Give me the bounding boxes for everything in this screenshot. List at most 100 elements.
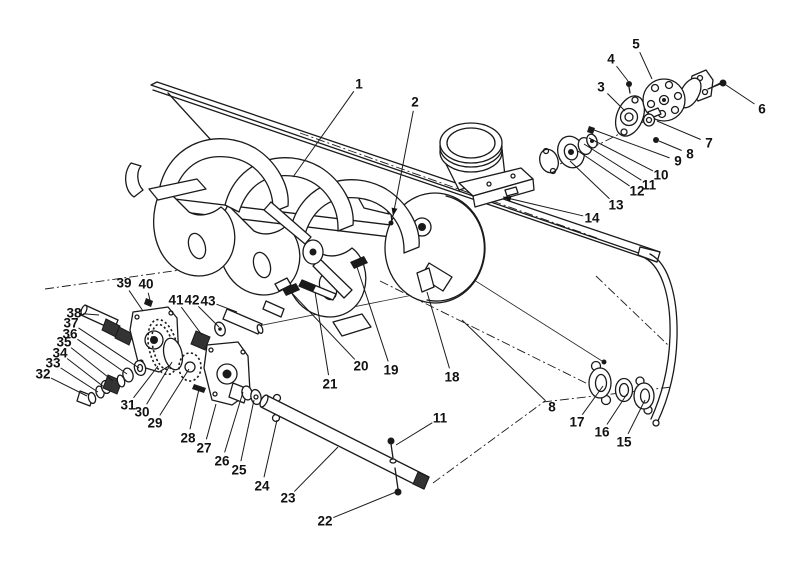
chaincase-cluster [76,298,285,423]
leader-line-11 [583,143,642,181]
leader-line-14 [502,196,584,217]
leader-line-37 [78,327,140,369]
leader-line-30 [146,361,173,405]
auger-hub [263,201,353,299]
leader-line-12 [577,150,630,187]
callout-label-9-8: 9 [674,154,682,169]
callout-layer: 1234567891011121314151617181920212223242… [35,37,766,529]
leader-arrow-14 [503,195,512,202]
bolt-part-11 [387,437,395,445]
flange-part-17 [588,367,612,399]
leader-line-7 [656,120,701,140]
callout-label-19-18: 19 [383,363,398,378]
leader-line-24 [263,419,278,478]
leader-line-6 [725,84,755,105]
leader-line-26 [224,391,244,453]
callout-label-32-31: 32 [35,367,50,382]
callout-label-33-32: 33 [45,356,61,371]
flight-end-hook [125,162,144,198]
bolt-part-8a [653,137,659,143]
callout-label-5-4: 5 [632,37,640,52]
callout-label-35-34: 35 [56,335,72,350]
callout-label-6-5: 6 [758,102,766,117]
leader-line-19 [356,266,389,362]
sprocket-part-30 [162,337,184,371]
callout-label-15-14: 15 [616,435,632,450]
shaft-part-43 [222,308,263,335]
shaft-part-23 [260,394,430,490]
callout-label-10-9: 10 [653,168,668,183]
leader-line-20 [288,289,356,360]
leader-line-38 [82,313,100,316]
callout-label-43-42: 43 [200,294,216,309]
leader-line-15 [627,399,646,435]
leader-line-31 [133,365,159,399]
callout-label-37-36: 37 [63,316,78,331]
bolt-part-6 [707,83,721,90]
callout-label-12-11: 12 [629,184,644,199]
callout-label-8-43: 8 [548,400,556,415]
callout-label-20-19: 20 [353,359,368,374]
key-part-19 [350,256,368,269]
callout-label-11-44: 11 [433,411,448,426]
auger-paddle [148,178,207,201]
callout-label-34-33: 34 [52,346,68,361]
leader-line-4 [616,65,629,82]
callout-label-23-22: 23 [280,491,296,506]
leader-line-9 [593,129,670,159]
block-part-18 [416,267,435,293]
leader-line-29 [159,368,190,416]
gearbox-cluster [539,69,727,175]
leader-line-16 [606,393,628,425]
washer-stack [76,359,147,407]
leader-line-11 [395,422,433,446]
callout-label-27-26: 27 [196,441,211,456]
leader-line-13 [569,160,610,200]
callout-label-42-41: 42 [184,293,199,308]
clip-part-14 [504,186,519,197]
auger-paddle [332,313,372,337]
key-part-20 [282,283,300,296]
callout-label-2-1: 2 [411,95,419,110]
washer-part-36 [122,367,134,383]
bearing-part-16 [614,377,634,403]
leader-line-18 [426,291,450,369]
bolt-part-2 [388,220,394,226]
leader-line-40 [147,292,151,301]
shear-keys [274,256,368,301]
leader-line-3 [607,93,626,112]
leader-line-28 [189,388,200,430]
leader-line-32 [50,377,88,397]
leader-line-8 [658,140,682,151]
leader-line-39 [128,290,144,312]
callout-label-18-17: 18 [444,370,460,385]
leader-line-34 [66,358,105,388]
leader-line-21 [314,291,330,376]
callout-label-29-28: 29 [147,416,162,431]
roller-part-41 [190,330,211,351]
callout-label-28-27: 28 [180,431,196,446]
leader-line-8 [461,319,546,402]
pin-part-9 [587,126,595,134]
leader-line-43 [216,303,238,313]
housing-side-plate [595,253,678,427]
callout-label-14-13: 14 [584,211,600,226]
auger-assembly [125,138,486,337]
callout-label-24-23: 24 [254,479,270,494]
callout-label-39-38: 39 [116,276,131,291]
leader-line-33 [60,367,99,393]
leader-line-27 [205,403,217,440]
right-bearing-set [542,359,673,415]
bolt-part-8b [601,359,607,365]
callout-label-17-16: 17 [569,415,584,430]
leader-line-22 [333,491,397,519]
leader-arrow-2 [391,207,398,216]
leader-line-1 [292,91,355,178]
pin-part-40 [144,298,153,307]
leader-line-35 [70,347,114,382]
callout-label-36-35: 36 [62,327,78,342]
stud-part-28 [192,384,206,393]
leader-line-5 [639,51,653,80]
